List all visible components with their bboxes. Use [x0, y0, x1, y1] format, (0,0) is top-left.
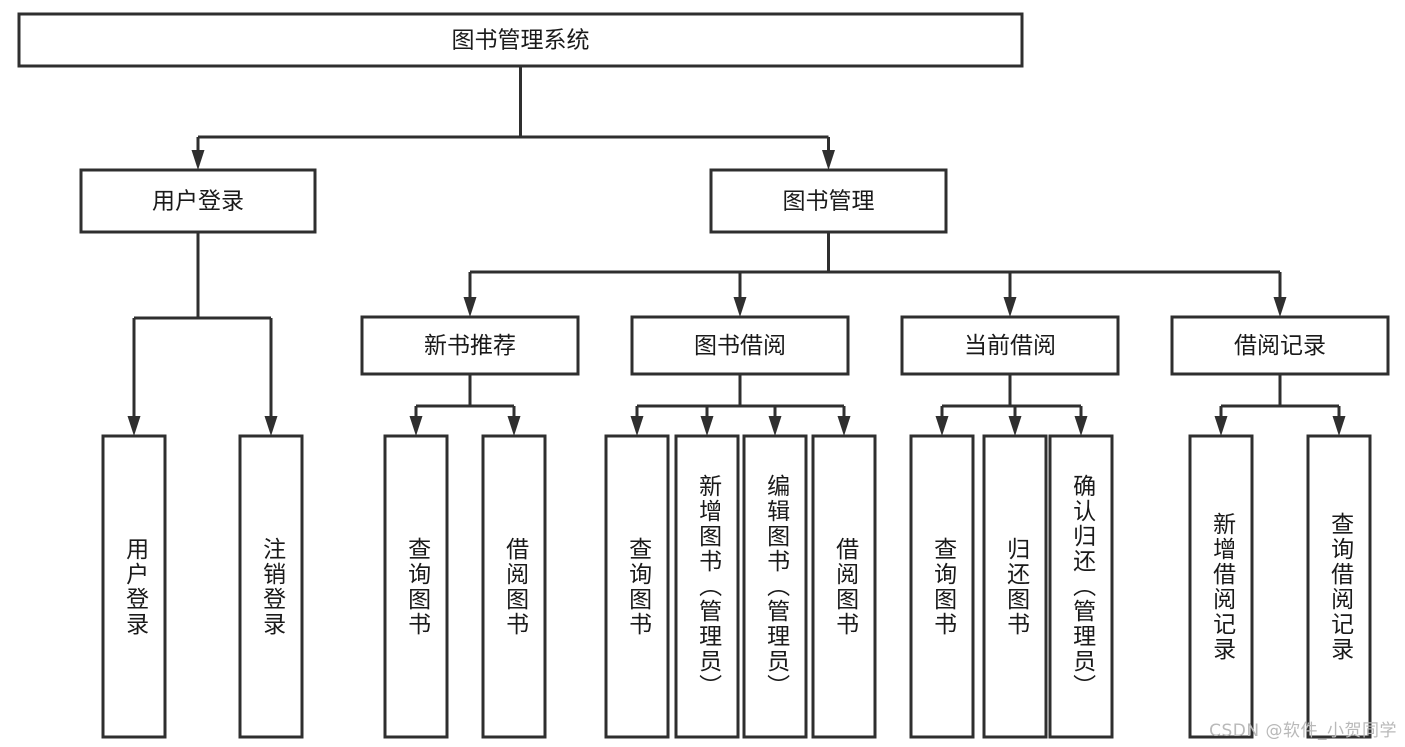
node-book-management[interactable]: 图书管理 — [709, 168, 948, 234]
node-leaf-borrow-book-2[interactable] — [811, 434, 877, 739]
node-leaf-query-book-1[interactable] — [383, 434, 449, 739]
node-box — [481, 434, 547, 739]
node-box — [900, 315, 1120, 376]
node-label: 图书管理系统 — [452, 28, 590, 54]
node-label: 用户登录 — [152, 189, 244, 215]
node-leaf-query-book-3[interactable] — [909, 434, 975, 739]
arrow-head-icon — [1003, 297, 1017, 317]
arrow-head-icon — [1074, 416, 1088, 436]
node-box — [1170, 315, 1390, 376]
node-book-borrow[interactable]: 图书借阅 — [630, 315, 850, 376]
edge-group-new-book-recommend — [409, 374, 521, 436]
arrow-head-icon — [191, 150, 205, 170]
node-user-login[interactable]: 用户登录 — [79, 168, 317, 234]
arrow-head-icon — [822, 150, 835, 170]
arrow-head-icon — [733, 297, 747, 317]
node-box — [909, 434, 975, 739]
node-box — [709, 168, 948, 234]
node-leaf-return-book[interactable] — [982, 434, 1048, 739]
node-label: 当前借阅 — [964, 333, 1056, 359]
edges-layer — [127, 66, 1346, 436]
arrow-head-icon — [935, 416, 949, 436]
edge-group-borrow-records — [1214, 374, 1346, 436]
node-new-book-recommend[interactable]: 新书推荐 — [360, 315, 580, 376]
node-box — [383, 434, 449, 739]
node-box — [630, 315, 850, 376]
node-current-borrow[interactable]: 当前借阅 — [900, 315, 1120, 376]
node-leaf-add-book-admin[interactable] — [674, 434, 740, 739]
node-box — [604, 434, 670, 739]
edge-group-user-login — [127, 232, 278, 436]
node-box — [982, 434, 1048, 739]
node-leaf-edit-book-admin[interactable] — [742, 434, 808, 739]
arrow-head-icon — [1332, 416, 1346, 436]
node-box — [674, 434, 740, 739]
node-box — [17, 12, 1024, 68]
node-leaf-query-book-2[interactable] — [604, 434, 670, 739]
arrow-head-icon — [630, 416, 644, 436]
edge-group-book-management — [463, 232, 1287, 317]
node-label: 图书借阅 — [694, 333, 786, 359]
node-box — [811, 434, 877, 739]
arrow-head-icon — [264, 416, 278, 436]
node-leaf-user-login[interactable] — [101, 434, 167, 739]
node-label: 借阅记录 — [1234, 333, 1326, 359]
arrow-head-icon — [837, 416, 851, 436]
arrow-head-icon — [1214, 416, 1228, 436]
arrow-head-icon — [463, 297, 477, 317]
arrow-head-icon — [1273, 297, 1287, 317]
node-leaf-user-logout[interactable] — [238, 434, 304, 739]
node-leaf-confirm-return-admin[interactable] — [1048, 434, 1114, 739]
node-root[interactable]: 图书管理系统 — [17, 12, 1024, 68]
node-label: 图书管理 — [783, 189, 875, 215]
edge-group-book-borrow — [630, 374, 851, 436]
arrow-head-icon — [700, 416, 714, 436]
node-box — [1306, 434, 1372, 739]
node-box — [742, 434, 808, 739]
arrow-head-icon — [127, 416, 141, 436]
edge-group-current-borrow — [935, 374, 1088, 436]
node-box — [1048, 434, 1114, 739]
node-borrow-records[interactable]: 借阅记录 — [1170, 315, 1390, 376]
arrow-head-icon — [1008, 416, 1022, 436]
node-leaf-query-borrow-record[interactable] — [1306, 434, 1372, 739]
arrow-head-icon — [507, 416, 521, 436]
edge-group-root — [191, 66, 835, 170]
arrow-head-icon — [768, 416, 782, 436]
node-leaf-add-borrow-record[interactable] — [1188, 434, 1254, 739]
node-leaf-borrow-book-1[interactable] — [481, 434, 547, 739]
arrow-head-icon — [409, 416, 423, 436]
node-box — [79, 168, 317, 234]
node-box — [360, 315, 580, 376]
watermark-text: CSDN @软件_小贺同学 — [1209, 721, 1397, 741]
node-label: 新书推荐 — [424, 333, 516, 359]
node-box — [101, 434, 167, 739]
node-box — [238, 434, 304, 739]
node-box — [1188, 434, 1254, 739]
